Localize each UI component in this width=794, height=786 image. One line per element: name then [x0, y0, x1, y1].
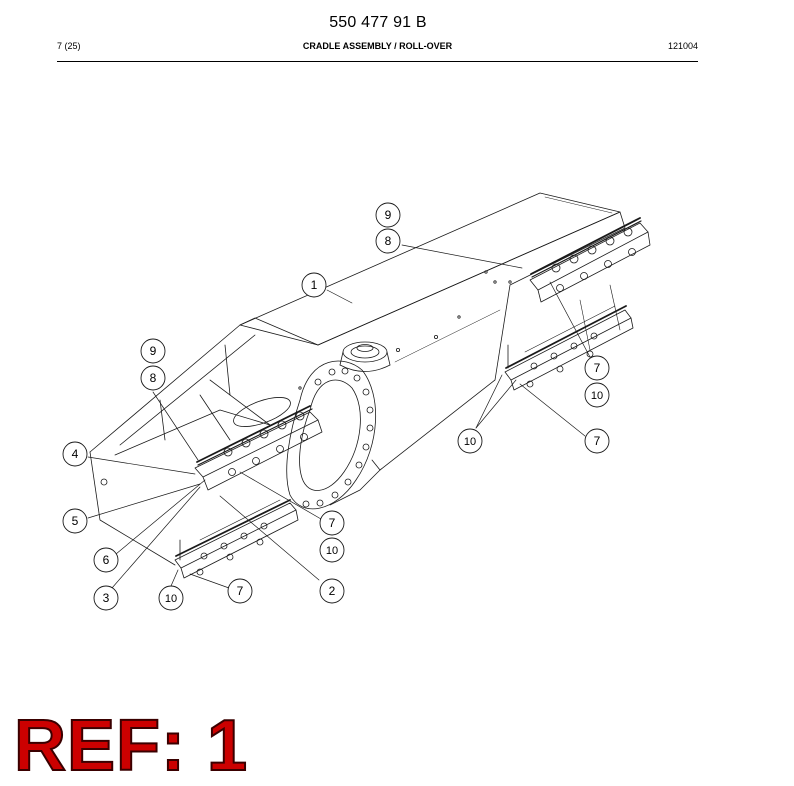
right-upper-rail — [529, 217, 651, 351]
callout-label: 7 — [594, 361, 601, 375]
right-lower-rail — [504, 305, 634, 391]
callout-label: 8 — [385, 234, 392, 248]
section-title: CRADLE ASSEMBLY / ROLL-OVER — [302, 41, 453, 51]
callout-label: 7 — [237, 584, 244, 598]
leader-lines — [87, 244, 591, 589]
callout-label: 5 — [72, 514, 79, 528]
callout-2 — [319, 578, 345, 604]
ref-stamp: REF: 1 — [13, 706, 249, 786]
callout-label: 7 — [329, 516, 336, 530]
callout-8-top — [375, 228, 401, 254]
callout-7-bottom-left — [227, 578, 253, 604]
header-divider — [57, 61, 698, 62]
header-row: 7 (25) CRADLE ASSEMBLY / ROLL-OVER 12100… — [57, 41, 698, 55]
document-number: 550 477 91 B — [329, 14, 427, 31]
callout-label: 9 — [385, 208, 392, 222]
callout-label: 8 — [150, 371, 157, 385]
callout-label: 2 — [329, 584, 336, 598]
cradle-frame — [89, 192, 626, 566]
left-upper-rail — [194, 405, 323, 491]
callout-10-mid — [319, 537, 345, 563]
callouts — [62, 202, 610, 611]
callout-10-right-lower — [457, 428, 483, 454]
callout-7-right-lower — [584, 428, 610, 454]
callout-label: 7 — [594, 434, 601, 448]
callout-3 — [93, 585, 119, 611]
callout-label: 6 — [103, 553, 110, 567]
callout-4 — [62, 441, 88, 467]
page-reference: 7 (25) — [57, 41, 81, 51]
callout-label: 10 — [591, 390, 603, 402]
callout-8-left — [140, 365, 166, 391]
callout-label: 10 — [464, 436, 476, 448]
callout-10-bottom-left — [158, 585, 184, 611]
callout-7-mid — [319, 510, 345, 536]
callout-label: 10 — [165, 593, 177, 605]
callout-label: 10 — [326, 545, 338, 557]
callout-7-right-upper — [584, 355, 610, 381]
date-code: 121004 — [667, 41, 698, 51]
callout-5 — [62, 508, 88, 534]
left-lower-rail — [174, 499, 299, 579]
callout-10-right-upper — [584, 382, 610, 408]
callout-1 — [301, 272, 327, 298]
roll-over-flange — [286, 360, 376, 510]
callout-9-top — [375, 202, 401, 228]
callout-label: 1 — [311, 278, 318, 292]
callout-9-left — [140, 338, 166, 364]
callout-label: 3 — [103, 591, 110, 605]
callout-6 — [93, 547, 119, 573]
callout-label: 9 — [150, 344, 157, 358]
callout-label: 4 — [72, 447, 79, 461]
